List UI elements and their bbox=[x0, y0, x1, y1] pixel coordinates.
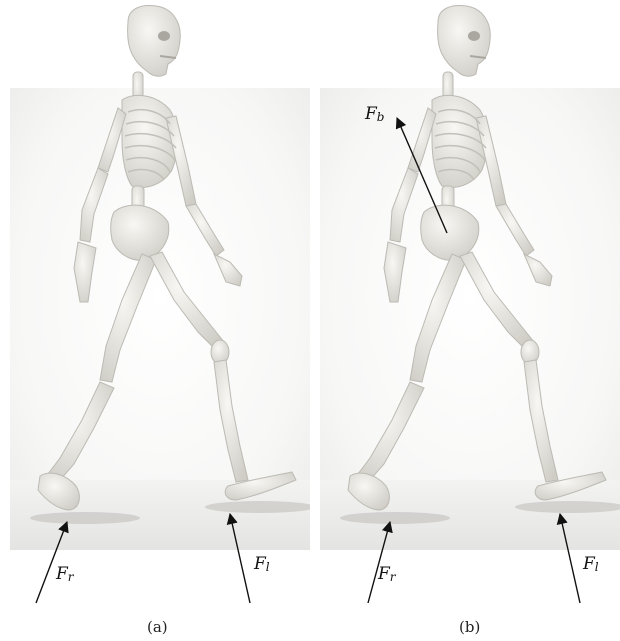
skeleton-figure-b bbox=[320, 0, 620, 550]
panel-a bbox=[10, 0, 310, 550]
force-label-fl-b: Fl bbox=[583, 556, 599, 573]
force-label-fl-a: Fl bbox=[254, 556, 270, 573]
panel-b bbox=[320, 0, 620, 550]
force-label-fb-b: Fb bbox=[365, 106, 384, 123]
caption-b: (b) bbox=[459, 620, 480, 635]
force-label-fr-a: Fr bbox=[56, 566, 74, 583]
force-label-fr-b: Fr bbox=[378, 566, 396, 583]
skeleton-figure-a bbox=[10, 0, 310, 550]
caption-a: (a) bbox=[147, 620, 168, 635]
